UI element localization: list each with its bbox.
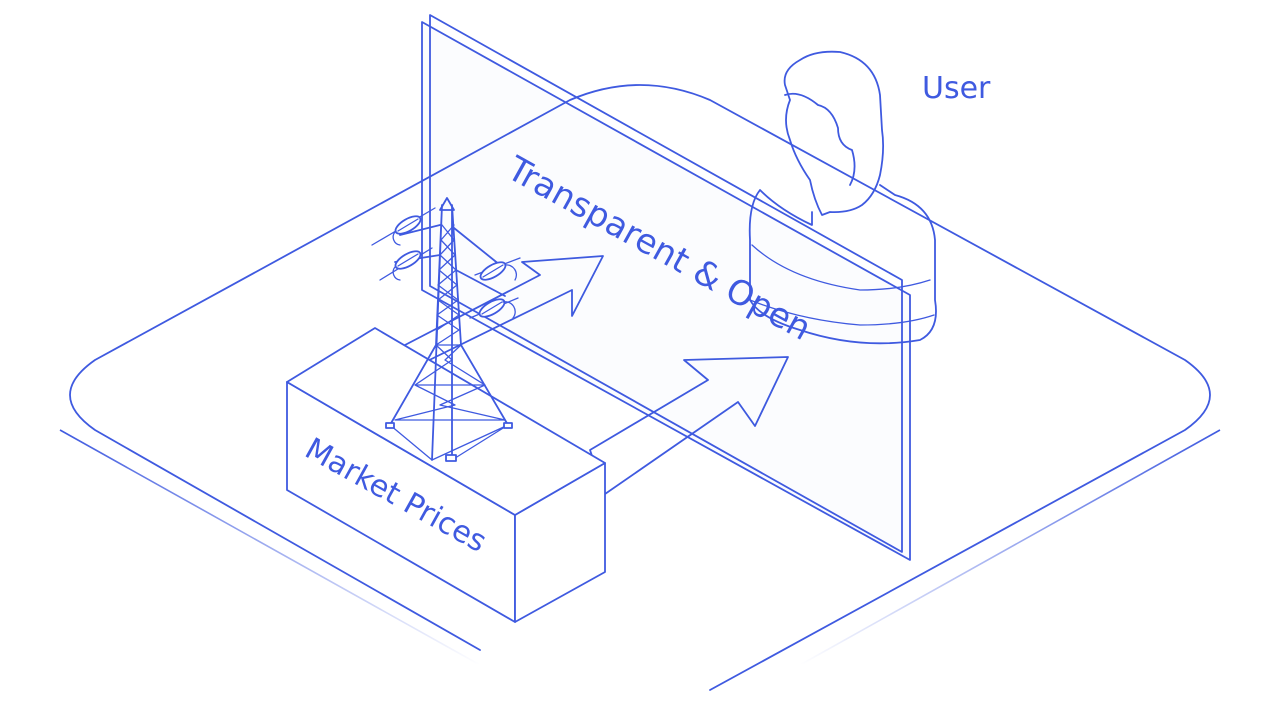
user-shoulders: [748, 184, 937, 345]
tower-feet: [385, 422, 513, 462]
platform-top-edge: [69, 84, 1211, 691]
platform-front-left: [59, 429, 481, 666]
transmission-tower-icon: [371, 197, 521, 462]
user-head: [783, 50, 885, 216]
user-label: User: [922, 71, 991, 106]
tower-arms: [394, 224, 506, 297]
user-face: [784, 92, 856, 186]
user-bust-icon: [748, 50, 937, 345]
glass-panel-front: [421, 21, 911, 561]
box-top: [286, 327, 606, 516]
platform: [59, 84, 1221, 691]
platform-front-right: [799, 429, 1221, 666]
market-prices-box: [286, 327, 606, 623]
arrows: [404, 255, 789, 495]
glass-panel: [421, 14, 911, 561]
tower-lattice: [389, 224, 509, 461]
tower-top: [439, 197, 455, 211]
arrow-icon-lower: [589, 356, 789, 495]
arrow-icon-upper: [404, 255, 604, 373]
tower-insulators: [392, 215, 518, 319]
user-torso-lines: [749, 244, 935, 326]
glass-panel-back: [429, 14, 903, 553]
